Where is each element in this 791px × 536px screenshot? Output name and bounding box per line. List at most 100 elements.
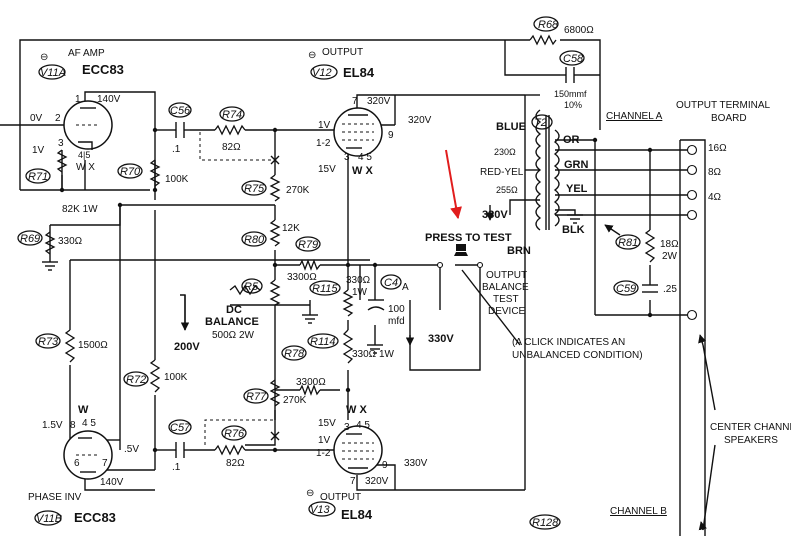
- v11a-pin1: 1: [75, 94, 81, 105]
- r71-zigzag: [56, 149, 68, 173]
- tube-v11a-envelope: [63, 100, 113, 150]
- r115-ref: R115: [312, 283, 338, 295]
- r78-ref: R78: [284, 348, 305, 360]
- r73-zigzag: [64, 329, 76, 363]
- v12-pin12: 1-2: [316, 138, 331, 149]
- v11a-grid-voltage: 0V: [30, 113, 43, 124]
- t2-ref: T2: [534, 117, 547, 129]
- terminal-8-icon: [686, 164, 698, 176]
- r77-zigzag: [269, 379, 281, 407]
- v13-pin3: 3: [344, 422, 350, 433]
- v11a-heater-wx: W X: [76, 162, 95, 173]
- c56-value: .1: [172, 144, 181, 155]
- r80-value: 12K: [282, 223, 300, 234]
- r114-ref: R114: [310, 336, 335, 348]
- terminal-screws: [686, 144, 698, 321]
- v11a-heater-pins: 4|5: [78, 150, 90, 160]
- r80-zigzag: [269, 219, 281, 247]
- v11a-pin3: 3: [58, 138, 64, 149]
- r72-zigzag: [149, 359, 161, 393]
- v13-pin12: 1-2: [316, 448, 331, 459]
- v11b-plate-voltage: 140V: [100, 477, 124, 488]
- ground-icon: [367, 344, 383, 354]
- r72-ref: R72: [126, 374, 146, 386]
- dc-balance-title-1: DC: [226, 304, 242, 316]
- v12-pin7: 7: [352, 96, 358, 107]
- r70-value: 100K: [165, 174, 189, 185]
- v12-function: OUTPUT: [322, 47, 363, 58]
- r69-zigzag: [44, 231, 56, 255]
- t2-tap-255: 255Ω: [496, 185, 518, 195]
- test-device-note-2: UNBALANCED CONDITION): [512, 350, 643, 361]
- c57-ref: C57: [170, 422, 191, 434]
- r115-wattage: 1W: [352, 287, 368, 298]
- tube-v11b-envelope: [63, 430, 113, 480]
- t2-tap-230: 230Ω: [494, 147, 516, 157]
- output-board-title-2: BOARD: [711, 113, 747, 124]
- v12-pin9: 9: [388, 130, 394, 141]
- r68-value: 6800Ω: [564, 25, 594, 36]
- v11a-symbol: ⊖: [40, 52, 48, 63]
- v11b-pin8: 8: [70, 420, 76, 431]
- v11a-function: AF AMP: [68, 48, 105, 59]
- c4-value: 100: [388, 304, 405, 315]
- t2-lead-red-yel: RED-YEL: [480, 167, 524, 178]
- c57-value: .1: [172, 462, 181, 473]
- c56-ref: C56: [170, 105, 191, 117]
- r81-wattage: 2W: [662, 251, 678, 262]
- test-device-note-1: (A CLICK INDICATES AN: [512, 337, 625, 348]
- r115-zigzag: [342, 289, 354, 317]
- capacitor-symbols: [170, 67, 658, 458]
- v12-plate-voltage: 320V: [367, 96, 391, 107]
- ground-icon: [302, 314, 318, 324]
- r81-ref: R81: [618, 237, 638, 249]
- v12-ref: V12: [312, 67, 332, 79]
- r75-ref: R75: [244, 183, 265, 195]
- v11b-type: ECC83: [74, 510, 116, 525]
- v13-ref: V13: [310, 504, 330, 516]
- c59-plates: [642, 284, 658, 293]
- r70-zigzag: [149, 159, 161, 187]
- v11b-grid-voltage: 1.5V: [42, 420, 63, 431]
- c57-plates: [170, 442, 190, 458]
- v12-grid-voltage: 1V: [318, 120, 331, 131]
- r128-ref: R128: [532, 517, 559, 529]
- ground-symbols: [42, 214, 583, 354]
- r79-ref: R79: [298, 239, 318, 251]
- r78-zigzag: [299, 384, 321, 396]
- r77-ref: R77: [246, 391, 267, 403]
- r74-zigzag: [214, 124, 246, 136]
- c4-node-voltage: 330V: [428, 333, 454, 345]
- r74-value: 82Ω: [222, 142, 241, 153]
- voltage-arrows: [180, 205, 707, 531]
- v11a-ref: V11A: [40, 67, 66, 79]
- terminal-center-icon: [686, 309, 698, 321]
- test-device-label-3: TEST: [493, 294, 519, 305]
- r81-value: 18Ω: [660, 239, 679, 250]
- r71-ref: R71: [28, 171, 48, 183]
- impedance-8: 8Ω: [708, 167, 722, 178]
- v11a-plate-voltage: 140V: [97, 94, 121, 105]
- r68-zigzag: [529, 34, 557, 46]
- t2-tap-voltage: 330V: [482, 209, 508, 221]
- output-board-title-1: OUTPUT TERMINAL: [676, 100, 771, 111]
- t2-lead-yel: YEL: [566, 183, 588, 195]
- v12-type: EL84: [343, 65, 375, 80]
- c58-value: 150mmf: [554, 89, 587, 99]
- impedance-16: 16Ω: [708, 143, 727, 154]
- r75-value: 270K: [286, 185, 310, 196]
- v11b-pin6: 6: [74, 458, 80, 469]
- channel-a-label: CHANNEL A: [606, 111, 663, 122]
- terminal-common-icon: [686, 209, 698, 221]
- r79-value: 3300Ω: [287, 272, 317, 283]
- t2-lead-or: OR: [563, 134, 580, 146]
- terminal-16-icon: [686, 144, 698, 156]
- tube-v13-envelope: [333, 425, 383, 475]
- channel-b-label: CHANNEL B: [610, 506, 667, 517]
- v11b-pin7: 7: [102, 458, 108, 469]
- v12-pin3: 3: [344, 152, 350, 163]
- press-to-test-annotation-arrow: [445, 149, 462, 220]
- c58-tolerance: 10%: [564, 100, 582, 110]
- r70-ref: R70: [120, 166, 141, 178]
- v12-cathode-voltage: 15V: [318, 164, 336, 175]
